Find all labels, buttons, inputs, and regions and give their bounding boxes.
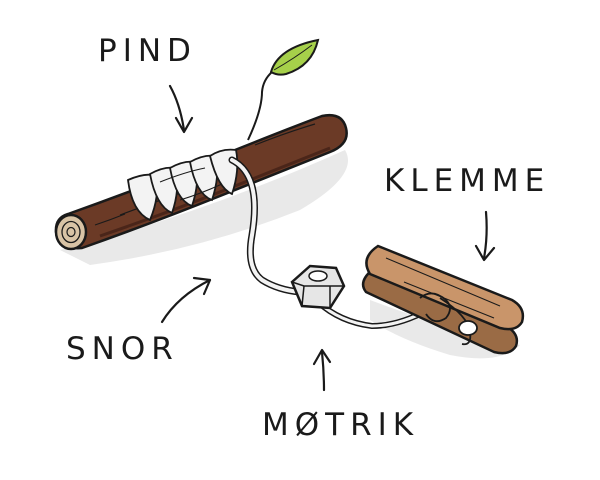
arrows [160, 84, 496, 392]
label-stick: PIND [98, 33, 197, 69]
twig [247, 71, 273, 141]
clothespin-hole [458, 320, 478, 336]
clothespin [361, 244, 525, 355]
arrow-nut [312, 348, 332, 392]
stick-end [54, 213, 88, 251]
label-string: SNOR [66, 331, 179, 367]
clothespin-spring [419, 292, 451, 323]
string [228, 156, 431, 330]
arrow-clothespin [474, 210, 496, 262]
string-wrap [127, 148, 239, 222]
arrow-stick [168, 84, 194, 134]
label-nut: MØTRIK [262, 407, 420, 443]
nut [290, 264, 346, 310]
arrow-string [160, 276, 212, 324]
label-clothespin: KLEMME [384, 163, 551, 199]
